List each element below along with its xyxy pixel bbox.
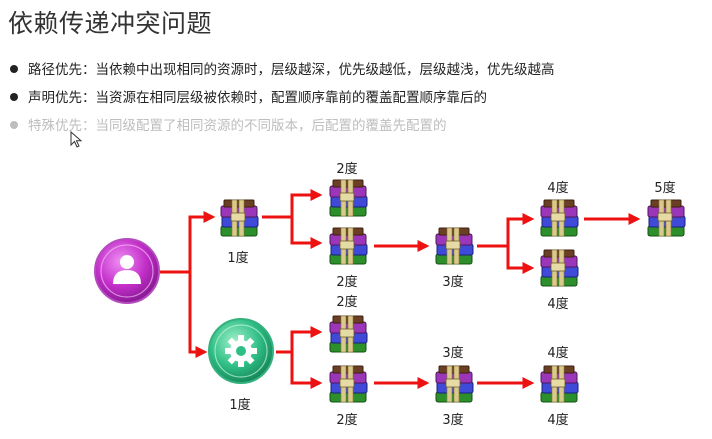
archive-books-icon (329, 227, 368, 265)
label-top-1: 1度 (227, 250, 248, 266)
label-bottom-1: 1度 (229, 397, 250, 413)
node-bottom-4 (540, 365, 579, 403)
user-icon (113, 255, 141, 284)
label-bottom-3-bottom: 3度 (442, 412, 463, 428)
node-bottom-2a (329, 315, 368, 353)
node-top-2a (329, 179, 368, 217)
archive-books-icon (540, 365, 579, 403)
archive-books-icon (647, 199, 686, 237)
degree-labels: 1度 2度 2度 3度 4度 4度 5度 2度 1度 3度 4度 2度 3度 4… (227, 161, 675, 428)
node-top-4b (540, 249, 579, 287)
bullet-item-special-priority: 特殊优先：当同级配置了相同资源的不同版本，后配置的覆盖先配置的 (10, 116, 447, 136)
bullet-item-declare-priority: 声明优先：当资源在相同层级被依赖时，配置顺序靠前的覆盖配置顺序靠后的 (10, 88, 487, 108)
label-top-2b: 2度 (336, 274, 357, 290)
top-tree-connectors (160, 189, 641, 274)
archive-books-icon (435, 227, 474, 265)
archive-books-icon (329, 179, 368, 217)
node-top-5 (647, 199, 686, 237)
bullet-item-path-priority: 路径优先：当依赖中出现相同的资源时，层级越深，优先级越低，层级越浅，优先级越高 (10, 60, 555, 80)
node-bottom-3 (435, 365, 474, 403)
bottom-tree-connectors (188, 272, 535, 389)
label-top-2a: 2度 (336, 161, 357, 177)
label-top-3: 3度 (442, 274, 463, 290)
node-top-2b (329, 227, 368, 265)
bullet-dot (10, 93, 18, 101)
archive-books-icon (540, 199, 579, 237)
label-bottom-2b: 2度 (336, 412, 357, 428)
label-bottom-4-bottom: 4度 (547, 412, 568, 428)
node-bottom-2b (329, 365, 368, 403)
archive-books-icon (540, 249, 579, 287)
gear-icon (225, 335, 257, 367)
root-user-node (94, 238, 160, 304)
label-top-4a: 4度 (547, 180, 568, 196)
node-top-1 (220, 199, 259, 237)
bullet-dot (10, 65, 18, 73)
label-top-4b: 4度 (547, 296, 568, 312)
node-top-4a (540, 199, 579, 237)
node-top-3 (435, 227, 474, 265)
root-settings-node (208, 318, 274, 384)
page-title: 依赖传递冲突问题 (8, 9, 213, 38)
label-bottom-4-top: 4度 (547, 345, 568, 361)
archive-books-icon (329, 365, 368, 403)
archive-books-icon (220, 199, 259, 237)
archive-books-icon (435, 365, 474, 403)
label-bottom-2a: 2度 (336, 294, 357, 310)
archive-books-icon (329, 315, 368, 353)
label-bottom-3-top: 3度 (442, 345, 463, 361)
label-top-5: 5度 (654, 180, 675, 196)
mouse-cursor-icon (70, 131, 83, 148)
bullet-dot (10, 121, 18, 129)
